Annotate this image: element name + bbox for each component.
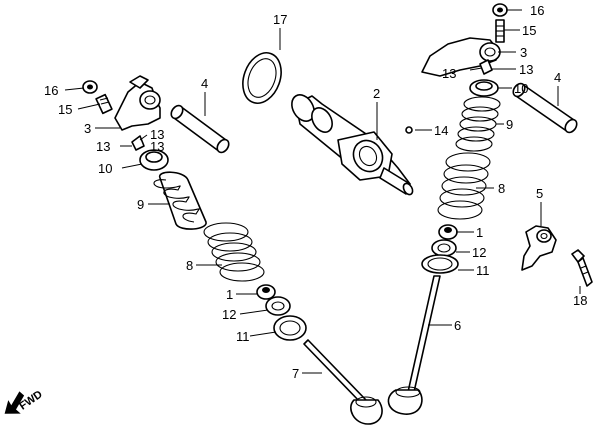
dowel-pin bbox=[405, 126, 413, 134]
camshaft bbox=[291, 94, 414, 196]
right-rocker-shaft bbox=[512, 82, 578, 134]
callout-12-left: 12 bbox=[222, 307, 236, 322]
callout-11-left: 11 bbox=[236, 329, 250, 344]
leader-lines bbox=[64, 9, 581, 374]
left-valve bbox=[303, 339, 383, 425]
callout-7: 7 bbox=[292, 366, 299, 381]
callout-8-right: 8 bbox=[498, 181, 505, 196]
left-inner-spring bbox=[203, 222, 265, 282]
callout-16-right: 16 bbox=[530, 3, 544, 18]
callout-13-right-b: 13 bbox=[442, 66, 456, 81]
callout-13-left-c: 13 bbox=[150, 139, 164, 154]
callout-12-right: 12 bbox=[472, 245, 486, 260]
right-spring-retainer bbox=[469, 79, 499, 97]
callout-14: 14 bbox=[434, 123, 448, 138]
callout-11-right: 11 bbox=[476, 263, 490, 278]
callout-18: 18 bbox=[573, 293, 587, 308]
right-outer-spring bbox=[455, 96, 501, 152]
callout-8-left: 8 bbox=[186, 258, 193, 273]
callout-13-left-a: 13 bbox=[150, 127, 164, 142]
bolt bbox=[571, 249, 593, 287]
left-spring-retainer bbox=[139, 149, 169, 171]
right-adjusting-screw bbox=[495, 19, 505, 43]
left-locknut bbox=[82, 80, 98, 94]
callout-1-right: 1 bbox=[476, 225, 483, 240]
left-valve-seal bbox=[256, 284, 276, 300]
right-valve-seal bbox=[438, 224, 458, 240]
right-valve bbox=[387, 275, 441, 415]
callout-17: 17 bbox=[273, 12, 287, 27]
callout-9-right: 9 bbox=[506, 117, 513, 132]
callout-13-right-a: 13 bbox=[519, 62, 533, 77]
right-locknut bbox=[492, 3, 508, 17]
right-lower-washer bbox=[421, 254, 459, 274]
left-outer-spring bbox=[153, 171, 207, 230]
callout-1-left: 1 bbox=[226, 287, 233, 302]
right-valve-cotter bbox=[479, 59, 493, 75]
callout-2: 2 bbox=[373, 86, 380, 101]
callout-labels: 17 2 4 4 14 16 15 3 13 13 13 10 9 8 1 12… bbox=[44, 3, 587, 381]
callout-5: 5 bbox=[536, 186, 543, 201]
callout-13-left-b: 13 bbox=[96, 139, 110, 154]
callout-10-right: 10 bbox=[514, 81, 528, 96]
right-inner-spring bbox=[437, 152, 491, 220]
decompressor-lever bbox=[521, 225, 557, 271]
callout-3-right: 3 bbox=[520, 45, 527, 60]
left-lower-washer bbox=[273, 315, 307, 341]
fwd-label: FWD bbox=[17, 388, 44, 412]
forward-direction-indicator: FWD bbox=[4, 388, 45, 414]
left-rocker-shaft bbox=[170, 104, 230, 154]
right-spring-seat bbox=[431, 239, 457, 257]
left-spring-seat bbox=[265, 296, 291, 316]
callout-15-left: 15 bbox=[58, 102, 72, 117]
callout-15-right: 15 bbox=[522, 23, 536, 38]
right-rocker-arm bbox=[421, 37, 501, 77]
camshaft-oring bbox=[242, 52, 282, 104]
callout-6: 6 bbox=[454, 318, 461, 333]
callout-10-left: 10 bbox=[98, 161, 112, 176]
callout-16-left: 16 bbox=[44, 83, 58, 98]
left-adjusting-screw bbox=[95, 93, 113, 115]
callout-4-left: 4 bbox=[201, 76, 208, 91]
callout-4-right: 4 bbox=[554, 70, 561, 85]
left-rocker-arm bbox=[114, 75, 161, 131]
callout-9-left: 9 bbox=[137, 197, 144, 212]
callout-3-left: 3 bbox=[84, 121, 91, 136]
